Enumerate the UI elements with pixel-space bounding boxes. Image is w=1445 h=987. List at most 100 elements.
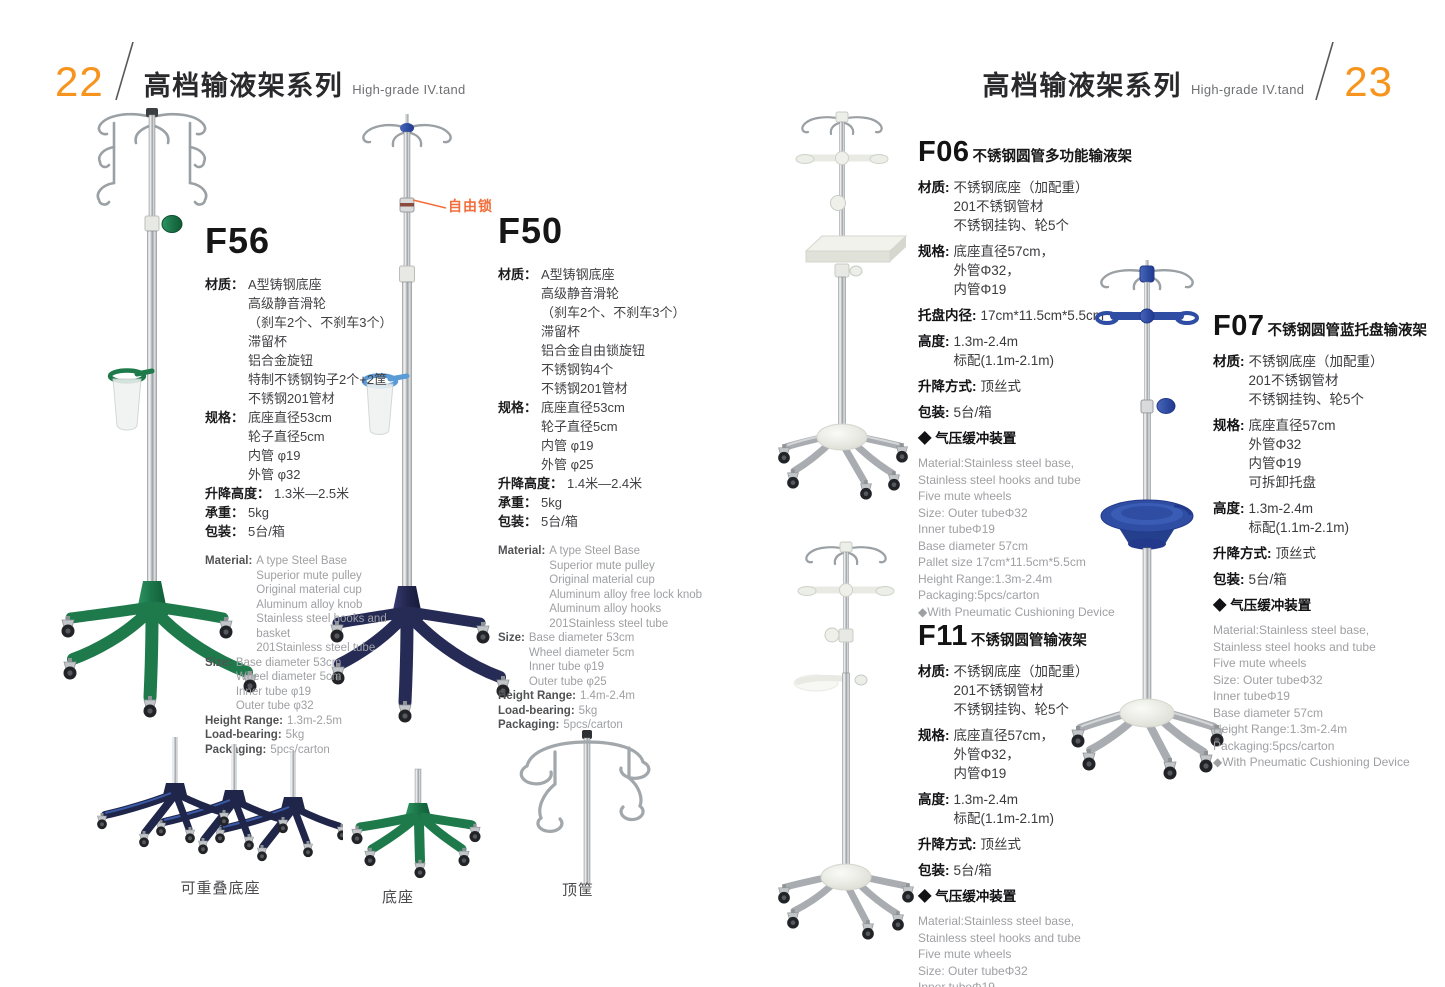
spec-row: Packaging:5pcs/carton (498, 718, 738, 733)
f56-text-block: F56 材质：A型铸钢底座高级静音滑轮（刹车2个、不刹车3个）滞留杯铝合金旋钮特… (205, 220, 420, 757)
spec-label: 承重： (205, 505, 245, 520)
spec-label: Size: (205, 656, 232, 669)
f11-specs-cn: 材质:不锈钢底座（加配重）201不锈钢管材不锈钢挂钩、轮5个规格:底座直径57c… (918, 662, 1176, 906)
spec-label: ◆ 气压缓冲装置 (918, 889, 1017, 904)
spec-row: 承重：5kg (205, 503, 420, 522)
page-number-right: 23 (1344, 58, 1393, 106)
green-base-image (351, 768, 481, 879)
top-cap (835, 111, 849, 123)
spec-value: A型铸钢底座高级静音滑轮（刹车2个、不刹车3个）滞留杯铝合金旋钮特制不锈钢钩子2… (248, 277, 393, 406)
model-name: F11 (918, 620, 968, 652)
spec-row: 包装：5台/箱 (205, 522, 420, 541)
spec-label: 规格: (918, 728, 950, 743)
spec-label: Height Range: (498, 690, 576, 702)
f07-specs-en: Material:Stainless steel base, Stainless … (1213, 622, 1445, 771)
spec-line: Stainless steel hooks and tube (918, 472, 1081, 487)
spec-line: Size: Outer tubeΦ32 (918, 963, 1028, 978)
spec-value: 1.3米—2.5米 (274, 486, 350, 501)
spec-row: 材质：A型铸钢底座高级静音滑轮（刹车2个、不刹车3个）滞留杯铝合金自由锁旋钮不锈… (498, 265, 738, 398)
spec-label: ◆ 气压缓冲装置 (918, 431, 1017, 446)
spec-label: 包装: (1213, 572, 1245, 587)
outer-pole (147, 230, 157, 584)
spec-value: 5台/箱 (953, 405, 992, 420)
spec-label: 升降方式: (918, 379, 977, 394)
cup-holder (107, 368, 155, 431)
spec-label: 包装： (498, 514, 538, 529)
spec-line: Material:Stainless steel base, (918, 914, 1075, 928)
f11-specs-en: Material:Stainless steel base, Stainless … (918, 913, 1176, 987)
caption-stackable-base: 可重叠底座 (180, 880, 261, 897)
spec-line: Stainless steel hooks and tube (1213, 639, 1376, 654)
pole-lower (838, 276, 846, 436)
spec-line: Pallet size 17cm*11.5cm*5.5cm (918, 555, 1086, 569)
spec-row: 升降方式:顶丝式 (918, 835, 1176, 854)
spec-line: Base diameter 57cm (1213, 705, 1324, 720)
center-hub (816, 423, 868, 451)
spec-label: Material: (498, 545, 546, 557)
spec-label: 规格: (1213, 418, 1245, 433)
spec-row: ◆ 气压缓冲装置 (918, 429, 1176, 448)
spec-value: 17cm*11.5cm*5.5cm (980, 308, 1105, 323)
free-lock-label: 自由锁 (448, 198, 493, 214)
spec-line: Five mute wheels (1213, 656, 1307, 670)
spec-value: 顶丝式 (980, 379, 1022, 394)
green-knob (161, 215, 183, 233)
f50-text-block: F50 材质：A型铸钢底座高级静音滑轮（刹车2个、不刹车3个）滞留杯铝合金自由锁… (498, 210, 738, 733)
center-hub (1119, 698, 1175, 728)
spec-value: 不锈钢底座（加配重）201不锈钢管材不锈钢挂钩、轮5个 (1248, 354, 1384, 407)
clamp-collar (144, 215, 160, 232)
spec-row: ◆ 气压缓冲装置 (1213, 596, 1445, 615)
spec-label: 包装： (205, 524, 245, 539)
base (777, 863, 915, 940)
spec-value: 5pcs/carton (563, 719, 623, 731)
model-subtitle: 不锈钢圆管多功能输液架 (972, 149, 1132, 165)
series-title-en: High-grade IV.tand (352, 82, 466, 97)
hook-tier (797, 583, 895, 597)
spec-label: 材质： (498, 267, 538, 282)
pole-upper (843, 551, 849, 674)
top-cap (839, 541, 853, 553)
header-right: 高档输液架系列 High-grade IV.tand 23 (982, 42, 1393, 106)
spec-row: 承重：5kg (498, 493, 738, 512)
spec-line: Stainless steel hooks and tube (918, 930, 1081, 945)
f07-text-block: F07 不锈钢圆管蓝托盘输液架 材质:不锈钢底座（加配重）201不锈钢管材不锈钢… (1213, 310, 1445, 771)
spec-line: Inner tubeΦ19 (918, 980, 995, 987)
spec-label: 承重： (498, 495, 538, 510)
base (1071, 698, 1224, 780)
spec-line: Height Range:1.3m-2.4m (918, 571, 1053, 586)
caption-top-basket: 顶筐 (561, 882, 594, 899)
spec-row: 升降高度：1.4米—2.4米 (498, 474, 738, 493)
spec-label: 高度: (918, 334, 950, 349)
spec-value: 5kg (285, 729, 305, 741)
f06-stand-image (777, 111, 909, 500)
top-basket-image (519, 730, 651, 885)
pole-lower (842, 672, 850, 876)
f56-stand-image (61, 108, 257, 718)
spec-label: 材质: (918, 664, 950, 679)
spec-line: Five mute wheels (918, 489, 1012, 503)
spec-row: 托盘内径:17cm*11.5cm*5.5cm (918, 306, 1176, 325)
spec-line: ◆With Pneumatic Cushioning Device (918, 604, 1115, 619)
spec-row: Height Range:1.3m-2.5m (205, 714, 420, 729)
spec-label: 包装: (918, 863, 950, 878)
f06-text-block: F06 不锈钢圆管多功能输液架 材质:不锈钢底座（加配重）201不锈钢管材不锈钢… (918, 136, 1176, 620)
model-name: F50 (498, 210, 564, 251)
f56-specs-cn: 材质：A型铸钢底座高级静音滑轮（刹车2个、不刹车3个）滞留杯铝合金旋钮特制不锈钢… (205, 275, 420, 541)
spec-value: 1.4米—2.4米 (567, 476, 643, 491)
spec-label: Material: (205, 555, 253, 567)
slash-divider (1315, 42, 1335, 100)
spec-line: Material:Stainless steel base, (1213, 623, 1370, 637)
pole-upper (839, 121, 845, 241)
model-subtitle: 不锈钢圆管蓝托盘输液架 (1267, 323, 1427, 339)
spec-label: 规格： (498, 400, 538, 415)
